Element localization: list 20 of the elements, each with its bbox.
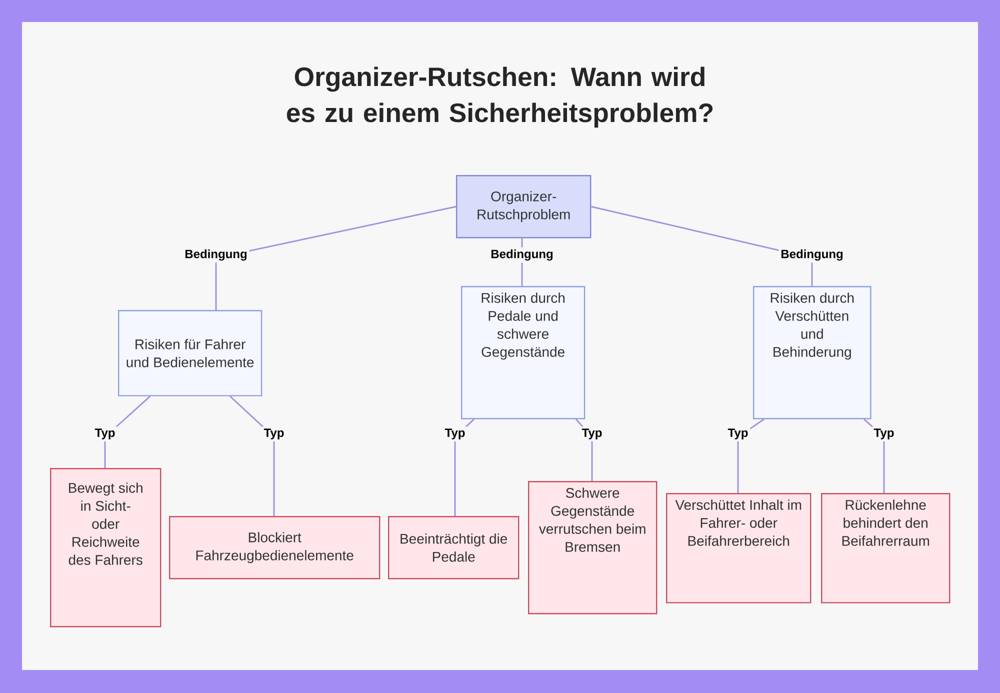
category-box: Risiken durch Pedale und schwere Gegenstände — [461, 286, 586, 420]
edge-label: Typ — [92, 426, 118, 442]
type-box: Rückenlehne behindert den Beifahrerraum — [821, 493, 950, 604]
type-box: Verschüttet Inhalt im Fahrer- oder Beifahrerbereich — [666, 493, 812, 604]
type-box: Beeinträchtigt die Pedale — [388, 516, 520, 580]
edge-label: Typ — [726, 426, 750, 442]
edge-label: Typ — [442, 426, 468, 442]
title: Organizer-Rutschen: Wann wird es zu einem Sicherheitsproblem? — [286, 66, 713, 128]
edge-label: Typ — [872, 426, 896, 442]
type-box: Bewegt sich in Sicht- oder Reichweite des Fahrers — [50, 468, 162, 628]
type-box: Schwere Gegenstände verrutschen beim Bremsen — [528, 481, 658, 614]
root-box: Organizer-Rutschproblem — [456, 175, 592, 238]
edge-label: Bedingung — [182, 247, 250, 263]
type-box: Blockiert Fahrzeugbedienelemente — [169, 516, 380, 580]
edge-label: Typ — [262, 426, 286, 442]
category-box: Risiken durch Verschütten und Behinderung — [753, 286, 872, 420]
edge-label: Bedingung — [488, 247, 556, 263]
edge-label: Typ — [580, 426, 604, 442]
edge-label: Bedingung — [778, 247, 846, 263]
category-box: Risiken für Fahrer und Bedienelemente — [118, 310, 262, 396]
